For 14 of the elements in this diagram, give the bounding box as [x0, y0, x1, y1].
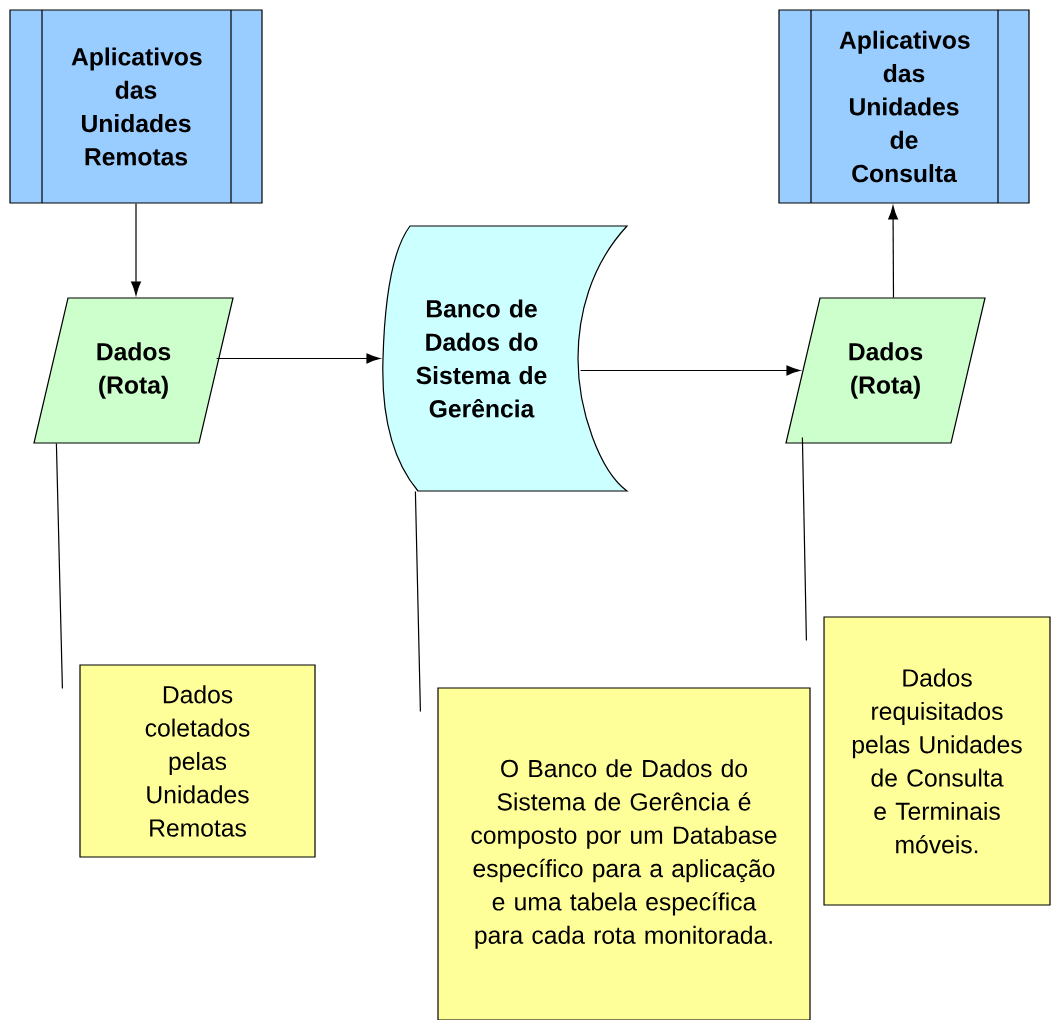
- data-parallelogram: Dados (Rota): [33, 297, 234, 444]
- leader-line: [801, 437, 807, 641]
- arrow: [888, 205, 899, 298]
- note-box: Dados coletados pelas Unidades Remotas: [79, 664, 316, 858]
- leader-line: [414, 491, 421, 712]
- arrow: [580, 365, 801, 376]
- note-box: Dados requisitados pelas Unidades de Consulta e Terminais móveis.: [823, 616, 1051, 906]
- arrow: [216, 353, 381, 364]
- leader-line: [55, 443, 63, 689]
- process-box: Aplicativos das Unidades de Consulta: [778, 9, 1030, 204]
- process-box: Aplicativos das Unidades Remotas: [9, 9, 263, 204]
- data-parallelogram: Dados (Rota): [785, 297, 986, 444]
- note-box: O Banco de Dados do Sistema de Gerência é composto por um Database específico para a aplicação e uma tabela específica para cada rota monitorada.: [437, 687, 811, 1020]
- arrow: [131, 203, 141, 296]
